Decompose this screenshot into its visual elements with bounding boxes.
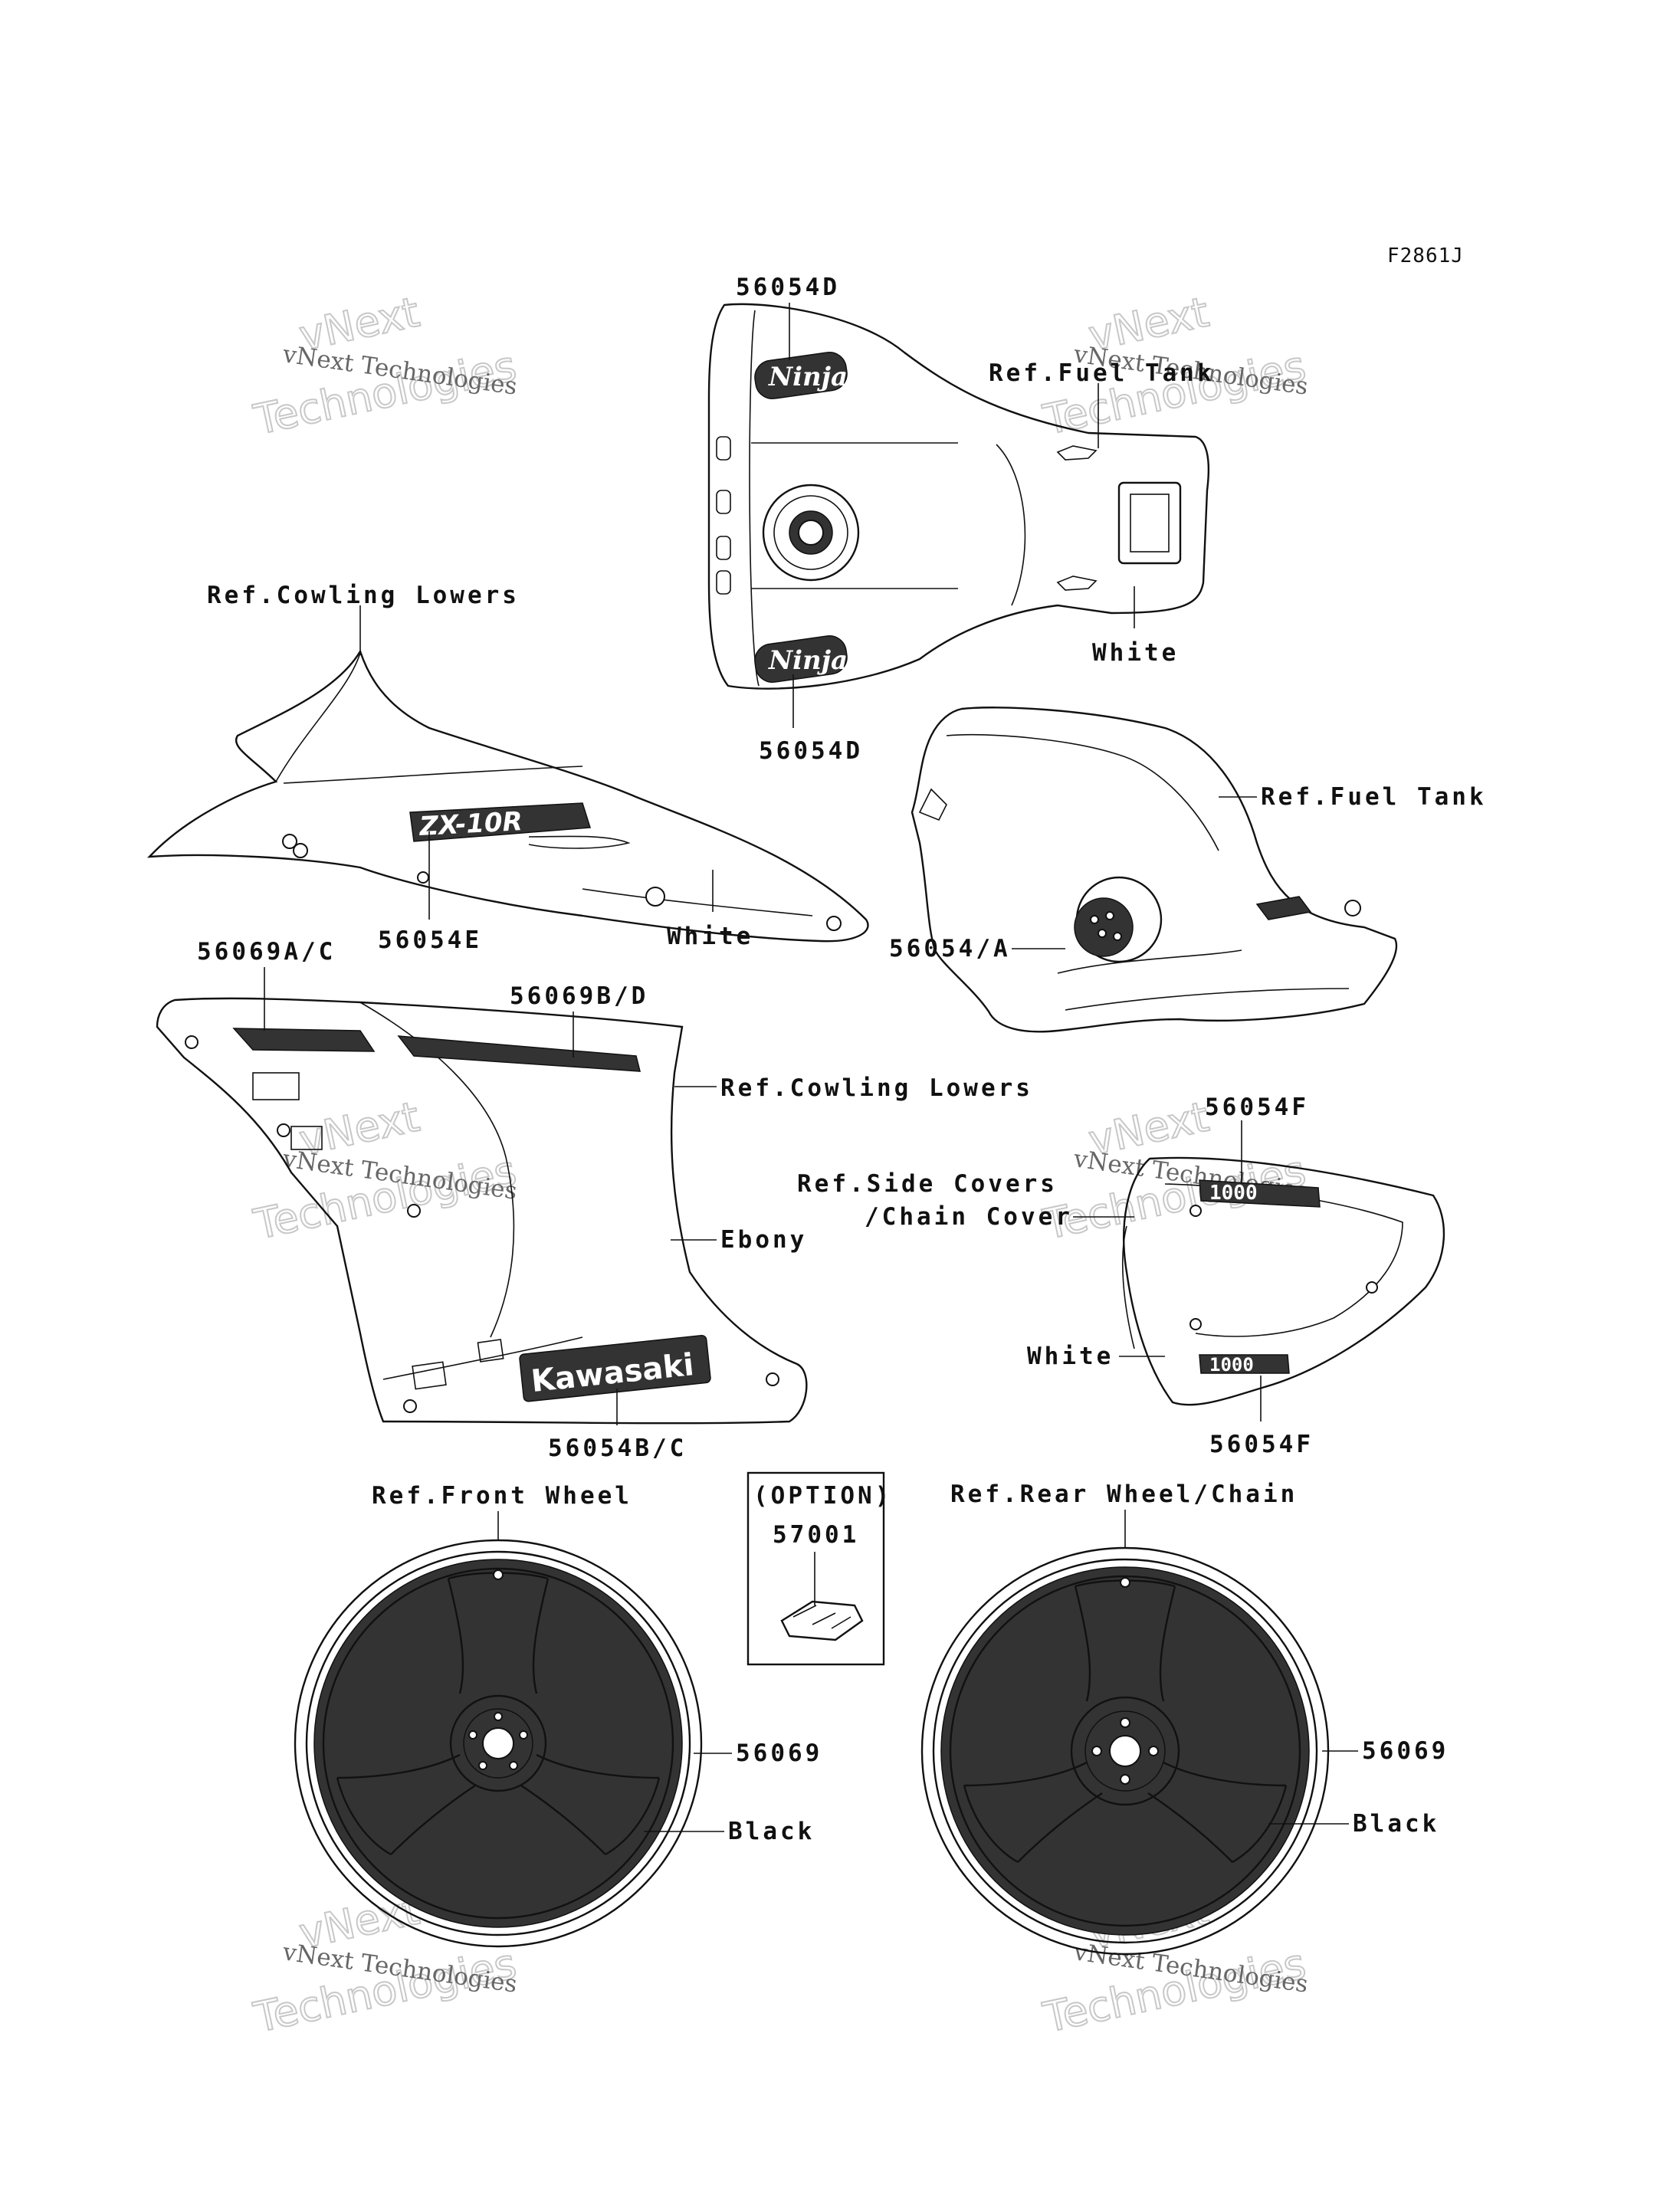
label-lower-cowl-color-white: White	[667, 923, 753, 950]
label-57001: 57001	[773, 1521, 859, 1549]
label-front-wheel-black: Black	[728, 1818, 815, 1845]
ninja-decal-text: Ninja	[768, 362, 848, 392]
label-56069a-c: 56069A/C	[197, 938, 336, 966]
diagram-code: F2861J	[1387, 244, 1464, 267]
zx10r-decal-text: ZX-10R	[418, 806, 523, 842]
label-56054d-bottom: 56054D	[759, 737, 863, 765]
label-ref-fuel-tank-side: Ref.Fuel Tank	[1261, 783, 1487, 811]
label-56054d-top: 56054D	[736, 274, 840, 301]
rear-wheel	[920, 1546, 1330, 1956]
side-cover: 1000 1000	[1122, 1156, 1445, 1406]
label-56054e: 56054E	[378, 926, 482, 954]
lower-cowl-upper: ZX-10R	[147, 649, 869, 943]
fuel-tank-top-view: Ninja Ninja	[707, 303, 1210, 690]
label-ref-fuel-tank-top: Ref.Fuel Tank	[989, 359, 1215, 387]
label-side-cover-color-white: White	[1027, 1343, 1114, 1370]
label-cowl-color-ebony: Ebony	[720, 1226, 807, 1254]
label-ref-cowling-lowers-top: Ref.Cowling Lowers	[207, 582, 520, 609]
label-56069b-d: 56069B/D	[510, 982, 648, 1010]
model-1000-decal-text: 1000	[1209, 1182, 1258, 1205]
label-56054-a: 56054/A	[889, 935, 1011, 962]
label-ref-chain-cover: /Chain Cover	[865, 1203, 1073, 1231]
label-option: (OPTION)	[753, 1482, 892, 1510]
label-56054f-top: 56054F	[1205, 1094, 1309, 1121]
model-1000-decal-text: 1000	[1209, 1354, 1254, 1376]
label-rear-wheel-black: Black	[1353, 1810, 1439, 1838]
label-ref-rear-wheel: Ref.Rear Wheel/Chain	[950, 1481, 1298, 1508]
label-front-wheel-56069: 56069	[736, 1740, 822, 1767]
front-wheel	[294, 1539, 703, 1948]
option-box	[746, 1471, 885, 1666]
label-56054f-bottom: 56054F	[1209, 1431, 1314, 1458]
ninja-decal-text: Ninja	[768, 645, 848, 676]
fuel-tank-side-view	[911, 707, 1397, 1033]
label-ref-cowling-lowers-mid: Ref.Cowling Lowers	[720, 1074, 1033, 1102]
label-ref-side-covers: Ref.Side Covers	[797, 1170, 1058, 1198]
label-tank-color-white: White	[1092, 639, 1179, 667]
label-56054b-c: 56054B/C	[548, 1435, 687, 1462]
middle-cowl: Kawasaki	[156, 997, 808, 1425]
label-ref-front-wheel: Ref.Front Wheel	[372, 1482, 632, 1510]
label-rear-wheel-56069: 56069	[1362, 1737, 1449, 1765]
